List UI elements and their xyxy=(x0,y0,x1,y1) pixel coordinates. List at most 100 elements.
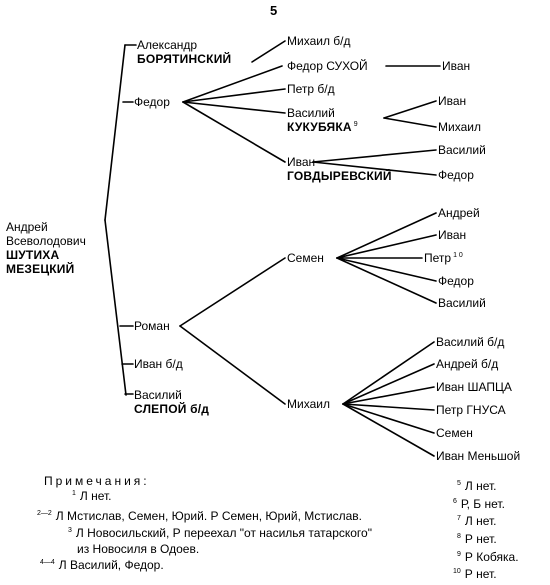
node-aleksandr: Александр БОРЯТИНСКИЙ xyxy=(137,38,231,66)
node-vasiliy-son-of-ivan: Василий xyxy=(438,143,486,157)
petr-son-of-semen-footnote: 1 0 xyxy=(453,252,463,259)
edge-ivan-fedor xyxy=(312,161,437,176)
node-mikhail-son-of-vasiliy: Михаил xyxy=(438,120,481,134)
note-left-3-cont: из Новосиля в Одоев. xyxy=(77,542,199,556)
root-name-line3: ШУТИХА xyxy=(6,248,60,262)
node-ivan-son-of-semen: Иван xyxy=(438,228,467,242)
note-left-3-cont-text: из Новосиля в Одоев. xyxy=(77,542,200,556)
edge-mikhail-ivan-shapca xyxy=(342,386,435,405)
note-right-8-text: Р нет. xyxy=(464,532,497,546)
notes-title: Примечания: xyxy=(44,474,150,488)
note-right-7-marker: 7 xyxy=(457,515,461,522)
node-mikhail: Михаил xyxy=(287,397,330,411)
note-right-9-marker: 9 xyxy=(457,551,461,558)
edge-vasiliy-mikhail xyxy=(383,117,437,128)
govdyrevskiy-line2: ГОВДЫРЕВСКИЙ xyxy=(287,169,392,183)
aleksandr-line2: БОРЯТИНСКИЙ xyxy=(137,52,232,66)
root-name-line4: МЕЗЕЦКИЙ xyxy=(6,262,75,276)
node-ivan-menshoy: Иван Меньшой xyxy=(436,449,521,463)
node-mikhail-bd: Михаил б/д xyxy=(287,34,351,48)
note-right-7-text: Л нет. xyxy=(464,514,497,528)
node-root: Андрей Всеволодович ШУТИХА МЕЗЕЦКИЙ xyxy=(6,220,86,276)
node-fedor-son-of-semen: Федор xyxy=(438,274,474,288)
node-petr-bd: Петр б/д xyxy=(287,82,335,96)
note-left-1-marker: 1 xyxy=(72,490,76,497)
edge-mikhail-vasiliy xyxy=(342,341,435,405)
node-ivan-shapca: Иван ШАПЦА xyxy=(436,380,512,394)
node-andrey-bd-son-of-mikhail: Андрей б/д xyxy=(436,357,499,371)
kukubyaka-footnote: 9 xyxy=(353,121,358,128)
node-petr-gnusa: Петр ГНУСА xyxy=(436,403,506,417)
root-trunk xyxy=(104,44,126,221)
node-ivan-bd: Иван б/д xyxy=(134,357,183,371)
kukubyaka-line1: Василий xyxy=(287,106,335,120)
root-name-line2: Всеволодович xyxy=(6,234,86,248)
edge-fedor-ivan xyxy=(182,101,286,163)
note-left-3-marker: 3 xyxy=(68,527,72,534)
edge-semen-ivan xyxy=(336,234,437,259)
node-ivan-govdyrevskiy: Иван ГОВДЫРЕВСКИЙ xyxy=(287,155,392,183)
note-left-1-text: Л нет. xyxy=(79,489,112,503)
node-ivan-son-of-vasiliy: Иван xyxy=(438,94,467,108)
note-right-10-marker: 10 xyxy=(453,568,461,575)
kukubyaka-line2: КУКУБЯКА xyxy=(287,120,352,134)
node-ivan-son-of-fedor-sukhoy: Иван xyxy=(442,59,471,73)
root-name-line1: Андрей xyxy=(6,220,48,234)
node-roman: Роман xyxy=(134,319,170,333)
edge-fedor-vasiliy xyxy=(182,101,286,114)
node-vasiliy-son-of-semen: Василий xyxy=(438,296,486,310)
node-semen-son-of-mikhail: Семен xyxy=(436,426,473,440)
note-left-2-marker: 2—2 xyxy=(37,510,52,517)
petr-son-of-semen-name: Петр xyxy=(424,251,452,265)
govdyrevskiy-line1: Иван xyxy=(287,155,316,169)
note-right-5-text: Л нет. xyxy=(464,479,497,493)
node-fedor-son-of-ivan: Федор xyxy=(438,168,474,182)
node-vasiliy-bd-son-of-mikhail: Василий б/д xyxy=(436,335,505,349)
edge-fedor-petr xyxy=(182,88,286,103)
note-right-8-marker: 8 xyxy=(457,533,461,540)
note-right-5-marker: 5 xyxy=(457,480,461,487)
edge-mikhail-semen xyxy=(342,403,435,434)
edge-roman-mikhail xyxy=(179,325,286,405)
page-number: 5 xyxy=(270,3,278,18)
note-right-9-text: Р Кобяка. xyxy=(464,550,519,564)
edge-mikhail-andrey xyxy=(342,363,435,405)
vasiliy-slepoy-line2: СЛЕПОЙ б/д xyxy=(134,402,210,416)
edge-mikhail-petr-gnusa xyxy=(342,403,435,411)
note-right-6-text: Р, Б нет. xyxy=(460,497,505,511)
note-right-6-marker: 6 xyxy=(453,498,457,505)
edge-roman-semen xyxy=(179,257,286,327)
edge-mikhail-ivan-menshoy xyxy=(342,403,435,457)
note-right-10-text: Р нет. xyxy=(464,567,497,581)
edge-aleksandr-mikhail xyxy=(251,40,286,63)
edge-vasiliy-ivan xyxy=(383,100,437,119)
root-trunk-lower xyxy=(104,219,127,396)
note-left-3-text: Л Новосильский, Р переехал "от насилья т… xyxy=(75,526,372,540)
vasiliy-slepoy-line1: Василий xyxy=(134,388,182,402)
note-left-2-text: Л Мстислав, Семен, Юрий. Р Семен, Юрий, … xyxy=(55,509,362,523)
node-andrey-son-of-semen: Андрей xyxy=(438,206,480,220)
edge-semen-fedor xyxy=(336,257,437,282)
note-left-4-text: Л Василий, Федор. xyxy=(58,558,164,572)
edge-semen-vasiliy xyxy=(336,257,437,304)
note-left-4-marker: 4—4 xyxy=(40,559,55,566)
node-fedor: Федор xyxy=(134,95,170,109)
edge-ivan-vasiliy xyxy=(312,149,437,163)
aleksandr-line1: Александр xyxy=(137,38,198,52)
edge-semen-andrey xyxy=(336,212,437,259)
node-fedor-sukhoy: Федор СУХОЙ xyxy=(287,59,368,73)
